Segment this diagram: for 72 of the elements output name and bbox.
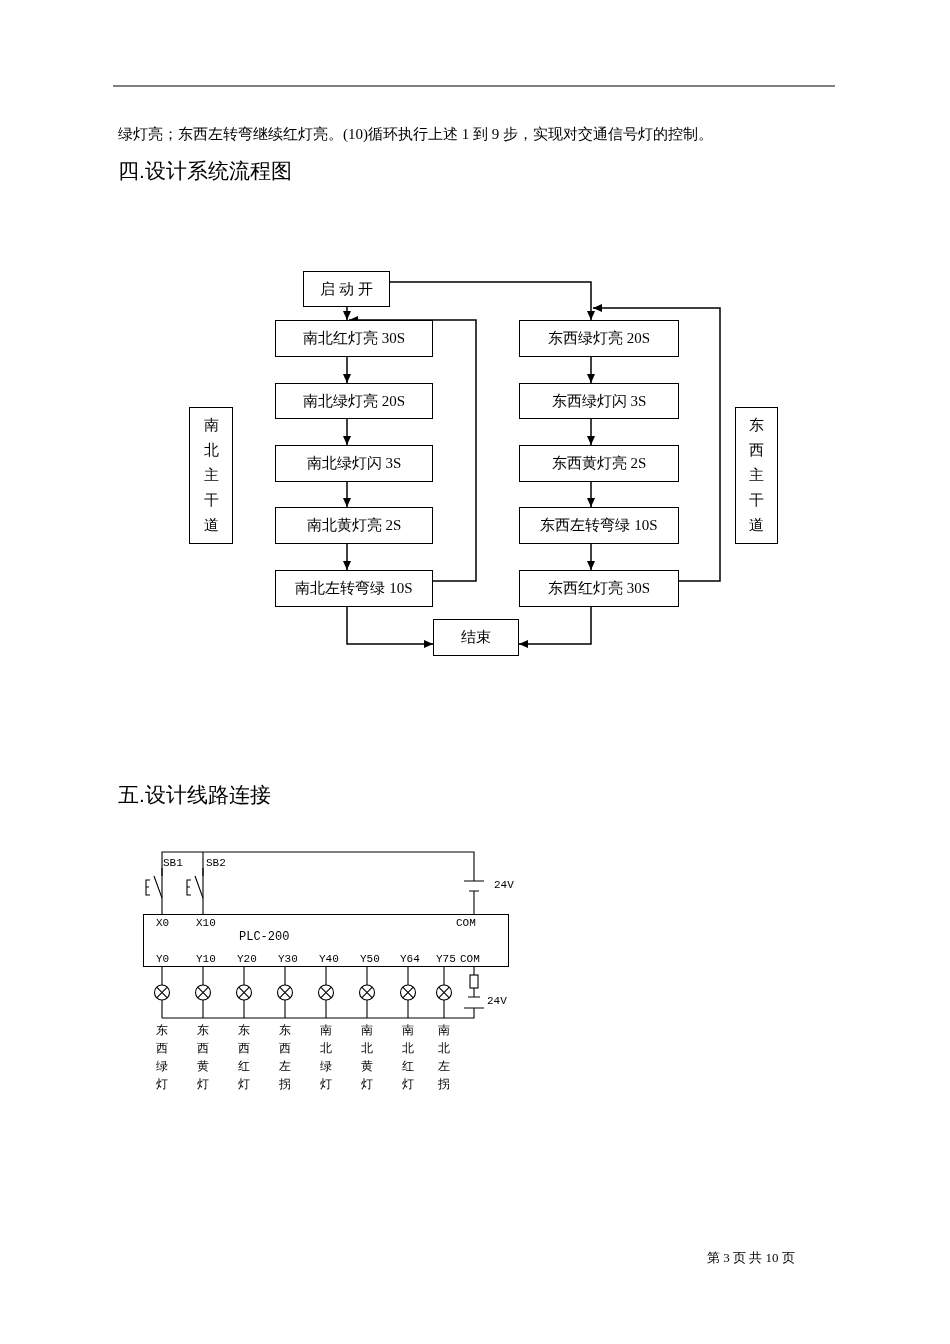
process-box [275,570,433,607]
start-label: 启 动 开 [320,281,373,297]
process-box [303,271,390,307]
pin-label: Y0 [156,954,170,965]
paragraph-text: 绿灯亮；东西左转弯继续红灯亮。(10)循环执行上述 1 到 9 步，实现对交通信号灯的控制。 [118,127,713,142]
road-label: 南北主干道 [203,416,219,535]
step-label: 南北绿灯闪 3S [306,456,402,471]
lamp-label: 南北左拐 [437,1022,450,1093]
step-label: 东西左转弯绿 10S [540,518,658,533]
end-box [433,619,519,656]
switch-label: SB1 [163,858,183,869]
process-box [519,507,679,544]
pin-label: Y50 [360,954,380,965]
arrow [343,481,351,508]
process-box [275,445,433,482]
pin-label: COM [456,918,476,929]
pin-label: Y64 [400,954,420,965]
pin-label: Y30 [278,954,298,965]
lamp-label: 东西绿灯 [155,1022,168,1093]
arrow [346,606,434,648]
voltage-label: 24V [494,880,514,891]
lamp-label: 南北红灯 [401,1022,414,1093]
pin-label: Y75 [436,954,456,965]
lamp-label: 东西红灯 [237,1022,250,1093]
road-box [735,407,778,544]
lamp-label: 东西黄灯 [196,1022,209,1093]
process-box [275,320,433,357]
process-box [519,320,679,357]
arrow [348,316,477,582]
pin-label: Y40 [319,954,339,965]
road-box [189,407,233,544]
step-label: 南北黄灯亮 2S [306,518,402,533]
pin-label: COM [460,954,480,965]
process-box [519,383,679,419]
arrow [343,356,351,384]
page-footer: 第 3 页 共 10 页 [707,1251,795,1264]
step-label: 东西黄灯亮 2S [551,456,647,471]
step-label: 东西绿灯亮 20S [547,331,651,346]
road-label: 东西主干道 [748,416,765,535]
arrow [587,543,595,571]
arrow [587,356,595,384]
lamp-label: 南北绿灯 [319,1022,332,1093]
step-label: 南北绿灯亮 20S [302,393,406,409]
process-box [519,570,679,607]
arrow [587,418,595,446]
lamp-label: 东西左拐 [278,1022,291,1093]
step-label: 东西红灯亮 30S [547,581,651,596]
arrow [518,606,592,648]
pin-label: X10 [196,918,216,929]
process-box [519,445,679,482]
arrow [389,281,595,321]
arrow [343,543,351,571]
process-box [275,383,433,419]
end-label: 结束 [461,630,491,645]
step-label: 东西绿灯闪 3S [551,393,647,409]
voltage-label: 24V [487,996,507,1007]
pin-label: Y20 [237,954,257,965]
lamp-label: 南北黄灯 [360,1022,373,1093]
section-heading: 四.设计系统流程图 [118,160,292,181]
switch-label: SB2 [206,858,226,869]
process-box [275,507,433,544]
plc-box [143,914,509,967]
pin-label: X0 [156,918,170,929]
plc-model-label: PLC-200 [239,931,290,943]
arrow [592,304,721,582]
section-heading: 五.设计线路连接 [118,784,271,805]
step-label: 南北左转弯绿 10S [295,581,413,596]
arrow [343,418,351,446]
step-label: 南北红灯亮 30S [302,331,406,346]
arrow [343,306,351,321]
pin-label: Y10 [196,954,216,965]
arrow [587,481,595,508]
